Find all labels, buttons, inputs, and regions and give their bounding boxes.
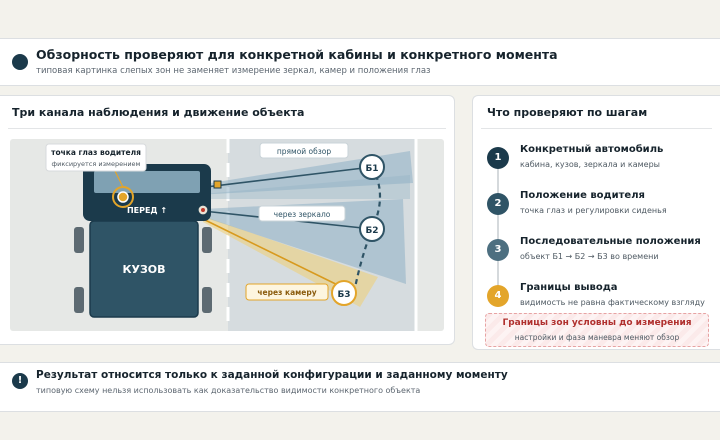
eye-leader xyxy=(114,170,124,188)
warning-subtitle: настройки и фаза маневра меняют обзор xyxy=(514,333,680,342)
step-number-badge: 3 xyxy=(487,239,509,261)
steps-card: Что проверяют по шагам 1 Конкретный авто… xyxy=(472,95,720,350)
front-label: ПЕРЕД ↑ xyxy=(127,206,167,215)
eye-sublabel: фиксируется измерением xyxy=(52,160,141,168)
body-label: КУЗОВ xyxy=(122,263,165,276)
divider xyxy=(481,128,712,129)
camera-label-box xyxy=(245,283,329,301)
footer-title: Результат относится только к заданной ко… xyxy=(36,369,508,381)
windshield xyxy=(94,171,200,193)
position-b1-label: Б1 xyxy=(365,164,378,174)
step-description: кабина, кузов, зеркала и камеры xyxy=(520,160,660,169)
eye-point-icon xyxy=(117,191,129,203)
step-item: 1 Конкретный автомобиль кабина, кузов, з… xyxy=(487,144,717,184)
footer-card: ! Результат относится только к заданной … xyxy=(0,362,720,412)
step-title: Последовательные положения xyxy=(520,236,701,247)
step-title: Конкретный автомобиль xyxy=(520,144,664,155)
camera-label: через камеру xyxy=(257,288,316,297)
step-title: Границы вывода xyxy=(520,282,618,293)
position-b2-label: Б2 xyxy=(365,226,378,236)
warning-box: Границы зон условны до измерения настрой… xyxy=(485,313,709,347)
step-number-badge: 1 xyxy=(487,147,509,169)
direct-label-box xyxy=(259,142,349,159)
step-item: 4 Границы вывода видимость не равна факт… xyxy=(487,282,717,322)
step-item: 2 Положение водителя точка глаз и регули… xyxy=(487,190,717,230)
header-dot-icon xyxy=(12,54,28,70)
eye-label: точка глаз водителя xyxy=(51,148,141,157)
step-description: точка глаз и регулировки сиденья xyxy=(520,206,667,215)
step-description: объект Б1 → Б2 → Б3 во времени xyxy=(520,252,659,261)
wheel-rear-right xyxy=(202,287,212,313)
exclamation-icon: ! xyxy=(12,373,28,389)
mirror-label: через зеркало xyxy=(274,210,331,219)
diagram-card: Три канала наблюдения и движение объекта… xyxy=(0,95,455,345)
mirror-label-box xyxy=(258,205,346,222)
step-description: видимость не равна фактическому взгляду xyxy=(520,298,705,307)
visibility-diagram: КУЗОВ ПЕРЕД ↑ точка глаз водителя фиксир… xyxy=(10,139,444,331)
step-title: Положение водителя xyxy=(520,190,645,201)
direct-zone-lower xyxy=(170,175,410,199)
warning-title: Границы зон условны до измерения xyxy=(502,318,692,328)
header-card: Обзорность проверяют для конкретной каби… xyxy=(0,38,720,86)
mirror-dot xyxy=(201,208,205,212)
eye-callout xyxy=(45,143,147,172)
step-number-badge: 4 xyxy=(487,285,509,307)
steps-connector-line xyxy=(497,166,499,296)
divider xyxy=(8,128,446,129)
wheel-front-right xyxy=(202,227,212,253)
diagram-title: Три канала наблюдения и движение объекта xyxy=(12,106,305,119)
page-subtitle: типовая картинка слепых зон не заменяет … xyxy=(36,66,431,76)
camera-ray xyxy=(202,218,355,294)
mirror-zone xyxy=(203,199,406,284)
footer-subtitle: типовую схему нельзя использовать как до… xyxy=(36,386,421,395)
direct-label: прямой обзор xyxy=(277,147,331,156)
position-b2 xyxy=(359,216,385,242)
position-b3-label: Б3 xyxy=(337,290,350,300)
steps-title: Что проверяют по шагам xyxy=(487,106,648,119)
position-b1 xyxy=(359,154,385,180)
wheel-rear-left xyxy=(74,287,84,313)
wheel-front-left xyxy=(74,227,84,253)
position-b3 xyxy=(331,280,357,306)
step-number-badge: 2 xyxy=(487,193,509,215)
page-title: Обзорность проверяют для конкретной каби… xyxy=(36,47,558,62)
step-item: 3 Последовательные положения объект Б1 →… xyxy=(487,236,717,276)
camera-icon xyxy=(213,180,222,189)
